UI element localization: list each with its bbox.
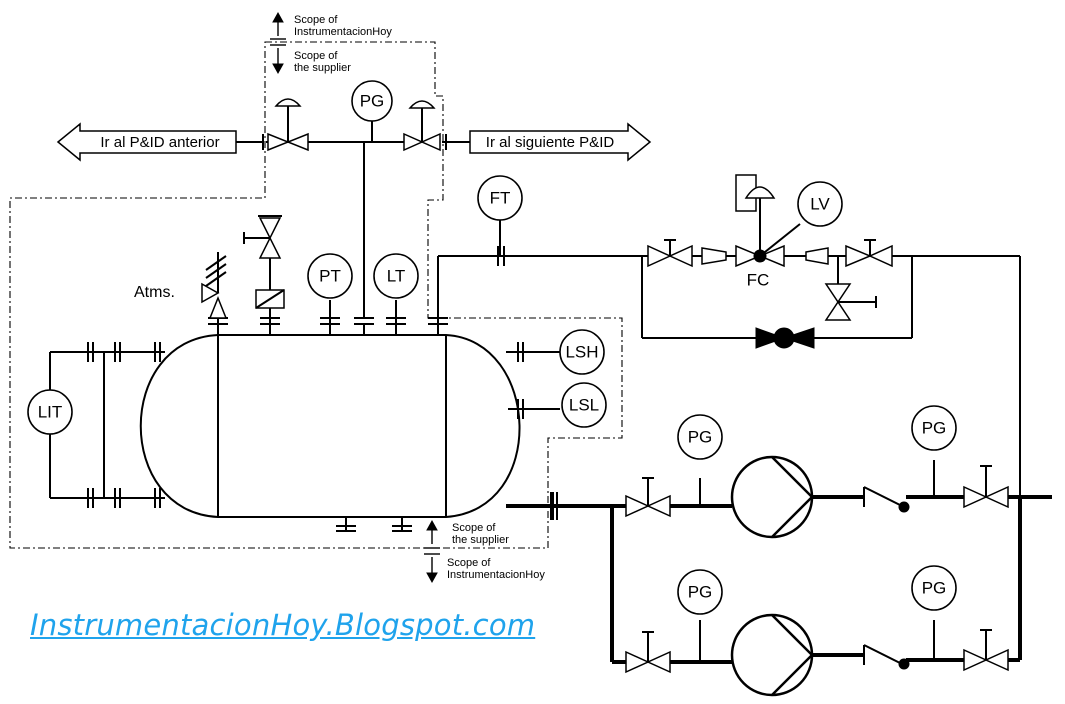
relief-valve[interactable] (201, 252, 228, 319)
fc-label: FC (747, 271, 770, 290)
scope-arrows-top (270, 11, 286, 75)
check-valve-2[interactable] (863, 644, 910, 670)
pump-2-discharge-valve[interactable] (963, 629, 1009, 672)
level-switch-connections (506, 342, 560, 419)
pg-pump1-suction-label: PG (688, 428, 713, 447)
lt-label: LT (387, 267, 406, 286)
pump-1-suction-valve[interactable] (625, 477, 671, 518)
bypass-globe-valve[interactable] (755, 327, 815, 349)
lsl-label: LSL (569, 396, 599, 415)
pg-header-label: PG (360, 92, 385, 111)
control-valve-header-right[interactable] (403, 100, 441, 152)
lsh-switch: LSH (559, 329, 605, 375)
vessel-bottom-nozzles (336, 517, 412, 532)
scope-bottom-lower-line2: InstrumentacionHoy (447, 569, 545, 581)
pt-label: PT (319, 267, 341, 286)
pump-2 (730, 613, 814, 697)
scope-bottom-upper-line1: Scope of (452, 522, 496, 534)
drain-valve[interactable] (824, 256, 877, 321)
lit-loop (49, 342, 165, 508)
pg-pump1-discharge: PG (911, 405, 957, 451)
pg-pump2-suction: PG (677, 569, 723, 615)
lt-transmitter: LT (373, 253, 419, 299)
pg-header-gauge: PG (351, 80, 393, 122)
atms-label: Atms. (134, 284, 175, 301)
pg-pump2-suction-label: PG (688, 583, 713, 602)
scope-bottom-upper-line2: the supplier (452, 534, 509, 546)
reducer-downstream (805, 247, 829, 265)
check-valve-1[interactable] (863, 486, 910, 513)
pump-1-line (670, 460, 1052, 660)
lsh-label: LSH (565, 343, 598, 362)
scope-top-lower-line1: Scope of (294, 50, 338, 62)
pump-2-suction-valve[interactable] (625, 631, 671, 674)
blog-link[interactable]: InstrumentacionHoy.Blogspot.com (30, 608, 536, 642)
pump-2-line (670, 620, 1020, 664)
block-valve-upstream[interactable] (647, 239, 693, 268)
lv-label: LV (810, 195, 830, 214)
block-valve-downstream[interactable] (845, 239, 893, 268)
reducer-upstream (701, 247, 727, 265)
pump-1 (730, 455, 814, 539)
nav-prev-arrow[interactable]: Ir al P&ID anterior (56, 122, 237, 162)
lv-bubble: LV (797, 181, 843, 227)
nav-next-label: Ir al siguiente P&ID (486, 134, 615, 151)
pump-suction-header (506, 492, 626, 664)
scope-arrows-bottom (424, 519, 440, 584)
pt-transmitter: PT (307, 253, 353, 299)
flow-line (438, 220, 1021, 497)
nav-prev-label: Ir al P&ID anterior (100, 134, 219, 151)
scope-top-upper-line1: Scope of (294, 14, 338, 26)
lit-label: LIT (38, 403, 63, 422)
scope-bottom-lower-line1: Scope of (447, 557, 491, 569)
vessel (139, 334, 521, 518)
lsl-switch: LSL (561, 382, 607, 428)
scope-boundary (9, 41, 623, 549)
scope-top-lower-line2: the supplier (294, 62, 351, 74)
manual-valve-top[interactable] (243, 215, 282, 259)
ft-label: FT (490, 189, 511, 208)
lit-indicator: LIT (27, 389, 73, 435)
control-valve-header-left[interactable] (267, 98, 309, 152)
pg-pump2-discharge-label: PG (922, 579, 947, 598)
pg-pump2-discharge: PG (911, 565, 957, 611)
pg-pump1-discharge-label: PG (922, 419, 947, 438)
nav-next-arrow[interactable]: Ir al siguiente P&ID (469, 122, 652, 162)
rupture-disc (255, 258, 285, 316)
scope-top-upper-line2: InstrumentacionHoy (294, 26, 392, 38)
control-valve-lv[interactable] (735, 174, 801, 268)
pg-pump1-suction: PG (677, 414, 723, 460)
pump-1-discharge-valve[interactable] (963, 465, 1009, 509)
ft-transmitter: FT (477, 175, 523, 221)
